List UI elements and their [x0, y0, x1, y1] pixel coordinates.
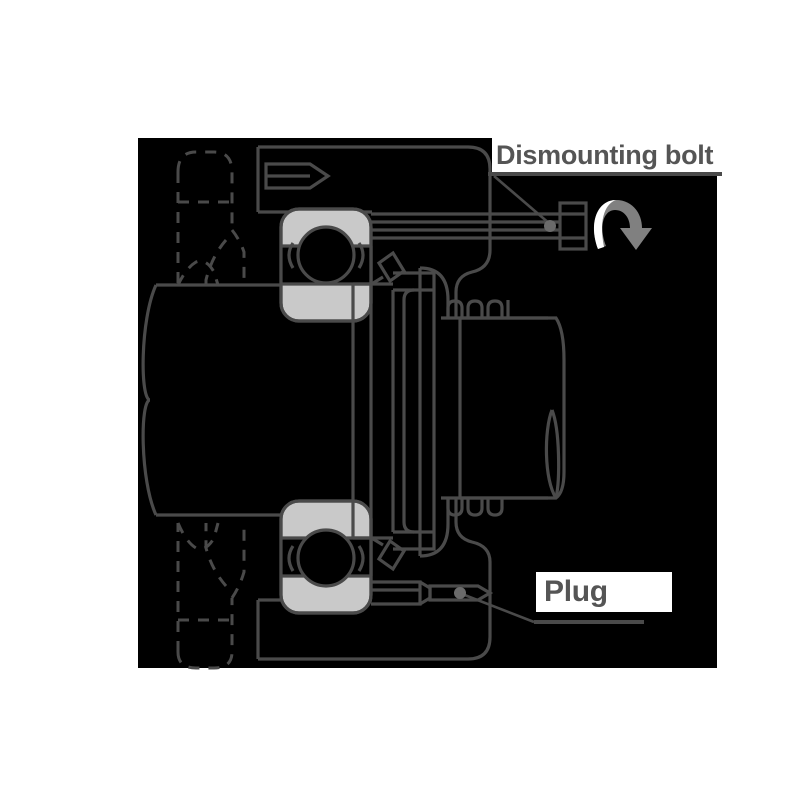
leader-plug — [461, 592, 535, 624]
anchor-dot-dismounting-bolt — [544, 220, 556, 232]
hidden-detail-upper — [176, 150, 246, 286]
center-stepped-block — [393, 271, 436, 551]
callout-leaders — [461, 175, 551, 624]
oil-injection-arrow — [264, 162, 331, 190]
hidden-detail-lower — [176, 522, 246, 670]
plug-body — [371, 580, 494, 606]
rolling-element-bearing-upper — [279, 207, 373, 323]
dismounting-bolt-shank — [371, 212, 560, 240]
callout-label-dismounting-bolt: Dismounting bolt — [492, 138, 722, 172]
wedge-pointer-upper — [369, 250, 407, 287]
rolling-element-bearing-lower — [279, 499, 373, 615]
wedge-pointer-lower — [369, 535, 407, 572]
dismounting-bolt-head — [558, 201, 588, 251]
clockwise-rotation-arrow — [594, 200, 652, 250]
callout-anchor-dots — [454, 220, 556, 599]
shaft-left — [141, 283, 281, 517]
housing-curved-sweep — [419, 212, 492, 600]
leader-dismounting-bolt — [493, 175, 551, 225]
shaft-right — [458, 316, 566, 500]
callout-label-plug: Plug — [536, 572, 672, 612]
anchor-dot-plug — [454, 587, 466, 599]
callout-underlines — [488, 172, 722, 624]
